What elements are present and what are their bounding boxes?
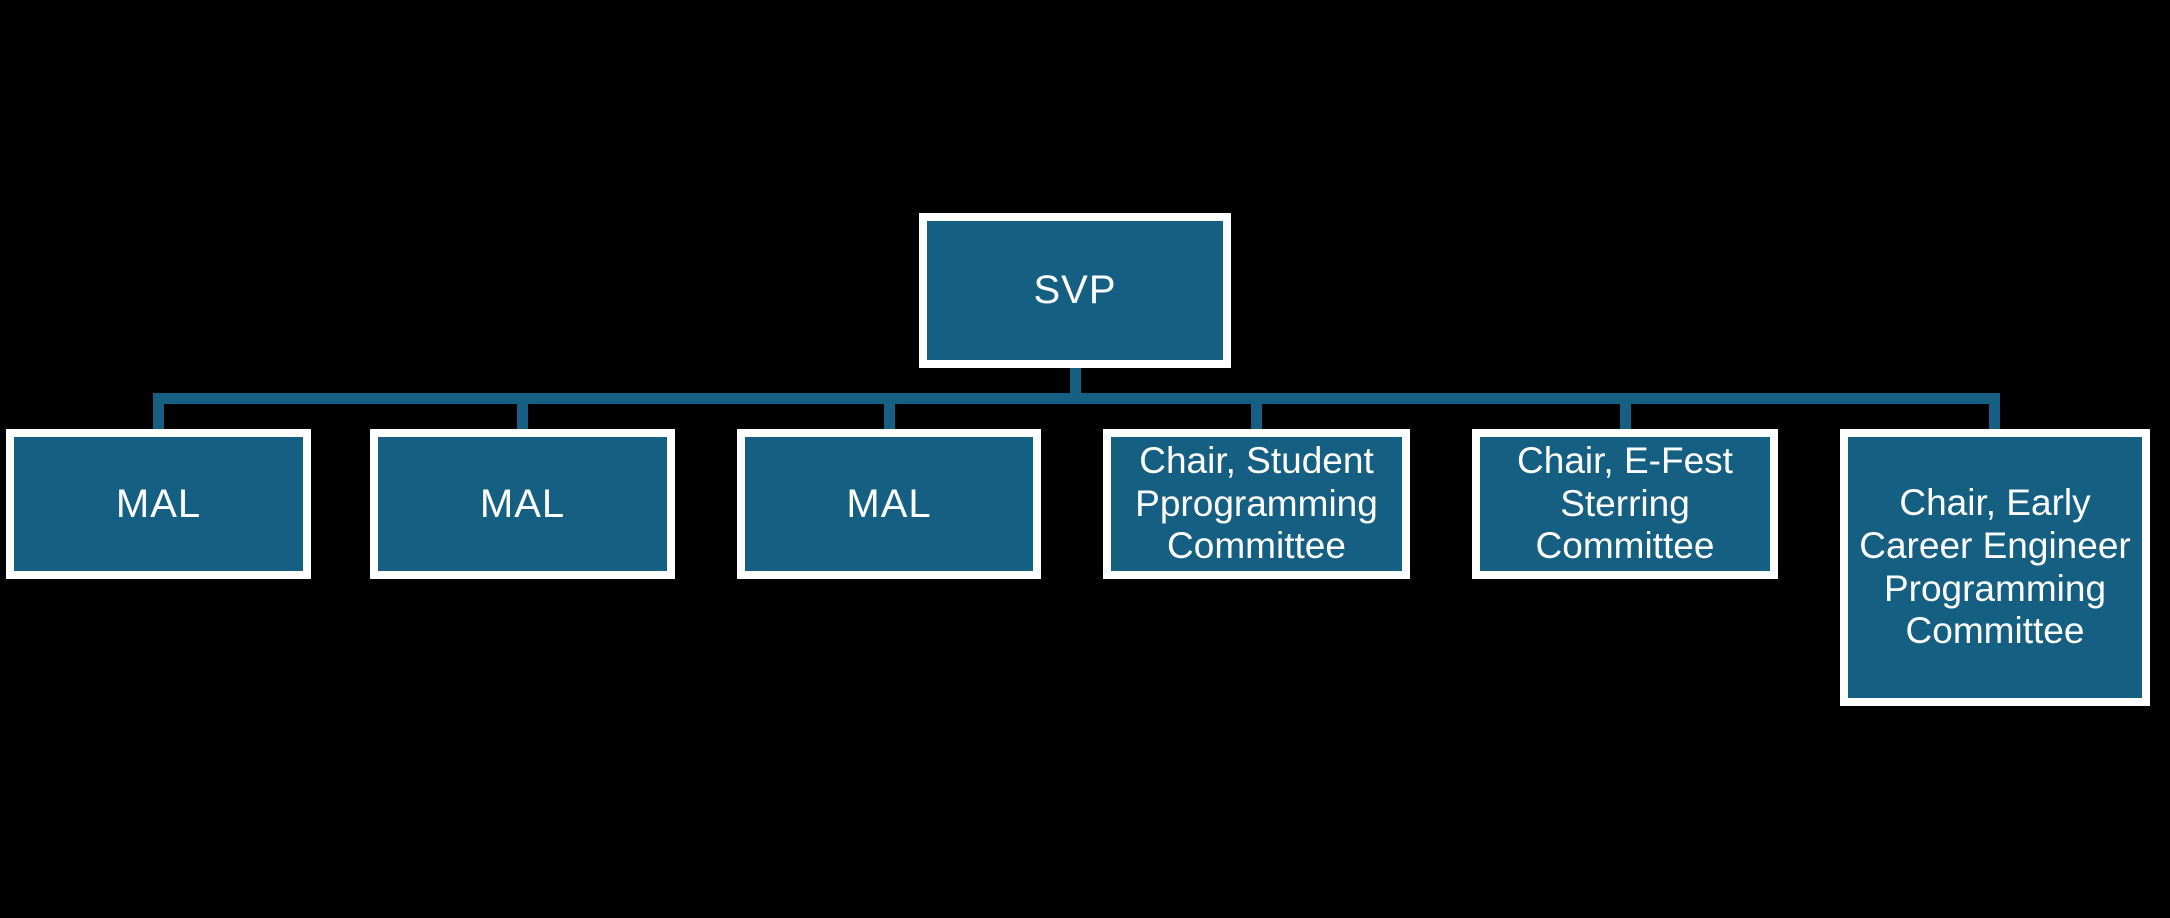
connector-drop-2 (517, 393, 528, 430)
node-chair-early-career-label-line-1: Chair, Early (1899, 481, 2091, 523)
node-chair-efest-steering[interactable]: Chair, E-Fest Sterring Committee (1472, 429, 1778, 579)
node-chair-student-programming-label-line-1: Chair, Student (1139, 439, 1374, 481)
node-chair-student-programming-label-line-2: Pprogramming (1135, 482, 1378, 524)
node-chair-early-career-label-line-2: Career Engineer (1859, 524, 2131, 566)
node-mal-3-label: MAL (846, 481, 932, 526)
node-mal-1-label: MAL (115, 481, 202, 526)
node-chair-efest-steering-label-line-1: Chair, E-Fest (1517, 439, 1733, 481)
connector-rail (153, 393, 2000, 404)
node-chair-early-career-label-line-4: Committee (1905, 610, 2085, 652)
node-chair-efest-steering-label-line-3: Committee (1535, 525, 1715, 567)
connector-svp-drop (1070, 368, 1081, 398)
connector-drop-5 (1620, 393, 1631, 430)
node-chair-early-career-label-line-3: Programming (1883, 567, 2107, 609)
node-chair-student-programming-label-line-3: Committee (1167, 525, 1346, 567)
node-svp[interactable]: SVP (919, 213, 1231, 368)
connector-drop-1 (153, 393, 164, 430)
node-mal-2-label: MAL (479, 481, 566, 526)
node-mal-3[interactable]: MAL (737, 429, 1041, 579)
connector-drop-3 (884, 393, 895, 430)
node-mal-1[interactable]: MAL (6, 429, 311, 579)
node-chair-early-career[interactable]: Chair, Early Career Engineer Programming… (1840, 429, 2150, 706)
node-chair-student-programming[interactable]: Chair, Student Pprogramming Committee (1103, 429, 1410, 579)
connector-drop-6 (1989, 393, 2000, 430)
connector-drop-4 (1251, 393, 1262, 430)
node-chair-efest-steering-label-line-2: Sterring (1560, 482, 1690, 524)
node-mal-2[interactable]: MAL (370, 429, 675, 579)
node-svp-label: SVP (1033, 268, 1117, 312)
